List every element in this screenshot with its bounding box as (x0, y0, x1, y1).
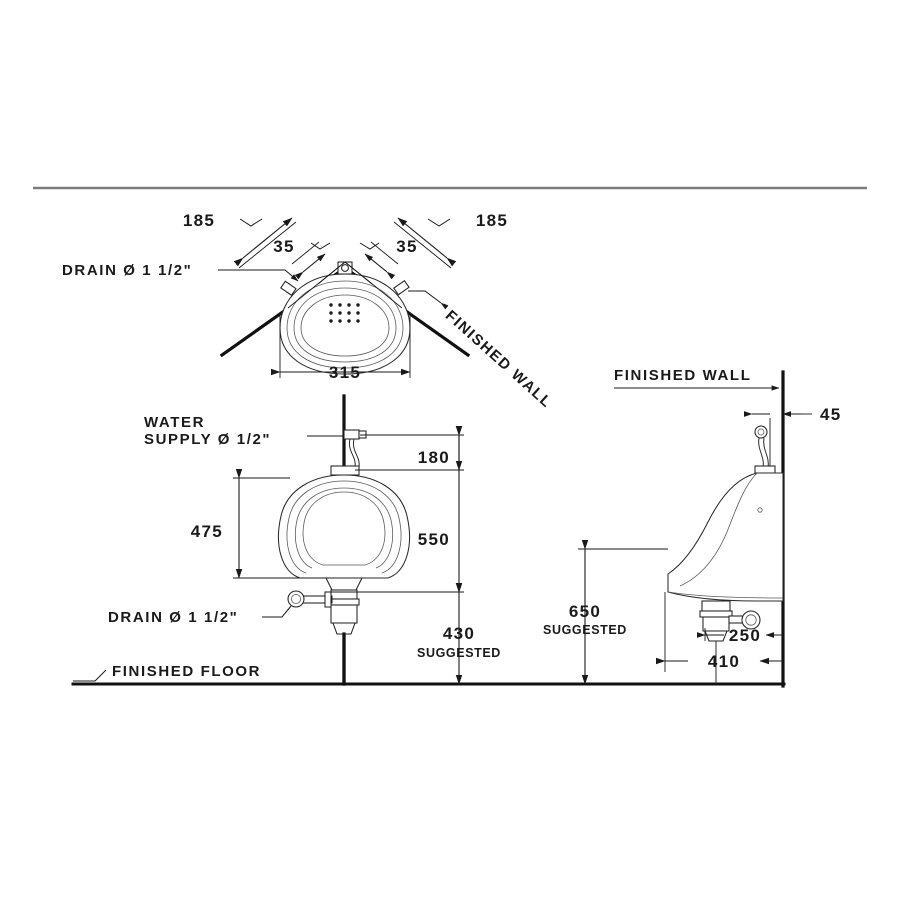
finished-floor-label: FINISHED FLOOR (112, 663, 261, 680)
side-dim-410-label: 410 (708, 652, 740, 671)
plan-dim-185-left-label: 185 (183, 211, 215, 230)
front-dim-550 (330, 425, 464, 593)
front-drain-leader (262, 605, 292, 618)
side-dim-650 (578, 539, 668, 685)
front-urinal-body (277, 474, 411, 579)
side-dim-410 (655, 592, 783, 672)
plan-dim-35-right-label: 35 (396, 237, 418, 256)
plan-dim-315 (270, 312, 411, 378)
plan-drain-stub-right (393, 279, 410, 296)
side-dim-45 (743, 411, 812, 470)
plan-drain-label: DRAIN Ø 1 1/2" (62, 262, 192, 279)
plan-water-inlet-fitting (337, 261, 353, 275)
front-elevation-group: WATER SUPPLY Ø 1/2" DRAIN Ø 1 1/2" FINIS… (71, 394, 786, 686)
water-supply-label-line2: SUPPLY Ø 1/2" (144, 431, 271, 448)
plan-dim-35-right (344, 241, 399, 285)
front-outlet-assembly (325, 577, 363, 635)
front-dim-475-label: 475 (191, 522, 223, 541)
side-dim-250 (696, 628, 783, 641)
side-finished-wall-label: FINISHED WALL (614, 367, 751, 384)
side-urinal-body (667, 472, 784, 602)
plan-finished-wall-label: FINISHED WALL (442, 307, 556, 412)
front-dim-180-label: 180 (418, 448, 450, 467)
front-drain-trap (287, 590, 333, 608)
side-dim-45-label: 45 (820, 405, 842, 424)
front-dim-430-label: 430 (443, 624, 475, 643)
front-dim-430-note: SUGGESTED (417, 646, 501, 660)
plan-drain-leader (218, 269, 299, 282)
plan-dim-315-label: 315 (329, 363, 361, 382)
plan-finished-wall-label-group: FINISHED WALL (442, 307, 556, 412)
side-dim-650-label: 650 (569, 602, 601, 621)
finished-floor-leader (73, 669, 107, 682)
side-water-supply-fitting (754, 425, 776, 474)
water-supply-label-line1: WATER (144, 414, 205, 431)
plan-finished-wall-leader (408, 290, 449, 310)
plan-spreader-holes (329, 303, 360, 323)
plan-dim-185-right-label: 185 (476, 211, 508, 230)
front-dim-475 (233, 468, 330, 579)
front-drain-label: DRAIN Ø 1 1/2" (108, 609, 238, 626)
side-dim-250-label: 250 (729, 626, 761, 645)
front-dim-550-label: 550 (418, 530, 450, 549)
side-dim-650-note: SUGGESTED (543, 623, 627, 637)
plan-view-group: 185 185 35 (62, 211, 556, 412)
side-elevation-group: FINISHED WALL 45 (543, 367, 842, 688)
plan-dim-35-left-label: 35 (273, 237, 295, 256)
plan-dim-35-left (291, 241, 346, 285)
front-water-supply-fitting (343, 429, 367, 469)
plan-drain-stub-left (280, 280, 297, 297)
side-outlet-assembly (699, 600, 761, 684)
front-spud (330, 465, 360, 476)
plan-urinal-body (279, 273, 411, 375)
